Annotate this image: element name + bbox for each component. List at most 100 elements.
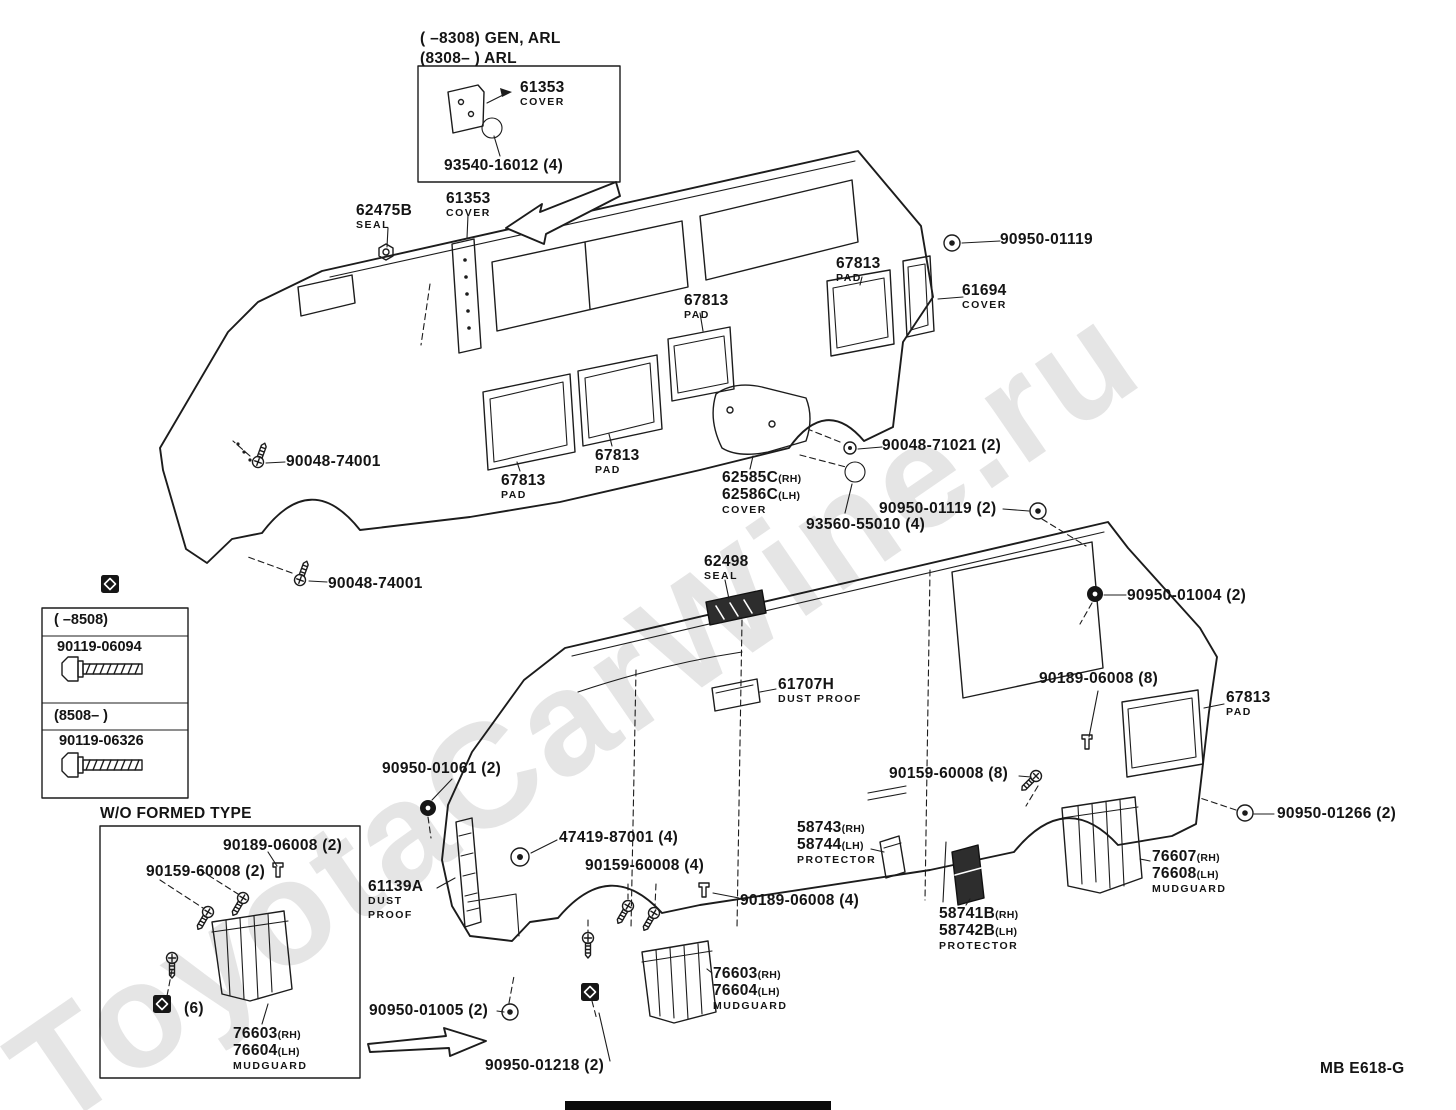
label-90048-74001-b: 90048-74001 xyxy=(328,575,423,592)
label-90950-01005: 90950-01005 (2) xyxy=(369,1002,489,1019)
doc-code: MB E618-G xyxy=(1320,1060,1405,1077)
label-58741b-58742b-protector: 58741B(RH) 58742B(LH) PROTECTOR xyxy=(939,905,1019,952)
bolt-box-num1: 90119-06094 xyxy=(57,639,142,655)
label-93540-16012: 93540-16012 (4) xyxy=(444,157,564,174)
grommet-icon xyxy=(1236,804,1254,822)
cover-62585c xyxy=(712,384,811,455)
leader-lines xyxy=(261,135,1275,1062)
label-90159-60008-8: 90159-60008 (8) xyxy=(889,765,1009,782)
mudguard-76603-wo xyxy=(211,910,293,1002)
diamond-marker-icon xyxy=(580,982,600,1002)
pillar-cover-61353 xyxy=(451,238,482,354)
diamond-marker-icon xyxy=(100,574,120,594)
seal-62498 xyxy=(705,589,767,626)
label-90048-71021: 90048-71021 (2) xyxy=(882,437,1002,454)
dust-proof-61707h xyxy=(711,678,761,712)
label-90159-60008-2: 90159-60008 (2) xyxy=(146,863,266,880)
grommet-icon xyxy=(943,234,961,252)
cover-plate-icon xyxy=(447,84,485,134)
bolt-box-range1: ( –8508) xyxy=(54,612,109,628)
screw-icon xyxy=(227,889,252,919)
dashed-leader-lines xyxy=(159,283,1237,1021)
screw-icon xyxy=(250,440,271,470)
label-90950-01119-2: 90950-01119 (2) xyxy=(879,500,997,517)
grommet-icon xyxy=(1029,502,1047,520)
dust-proof-61139a xyxy=(455,817,482,928)
dark-grommet-icon xyxy=(1086,585,1104,603)
pad-67813-a xyxy=(482,373,576,471)
fastener-icons xyxy=(100,234,1254,1021)
bolt-icon-90119-06094 xyxy=(61,656,143,682)
label-90950-01218: 90950-01218 (2) xyxy=(485,1057,605,1074)
screw-icon xyxy=(581,931,595,959)
label-90189-06008-4: 90189-06008 (4) xyxy=(740,892,860,909)
part-number: 62585C xyxy=(722,469,779,486)
pad-67813-d xyxy=(826,269,895,357)
s-marker-top: S xyxy=(481,117,503,139)
label-90048-74001-a: 90048-74001 xyxy=(286,453,381,470)
clip-icon xyxy=(698,882,710,898)
big-arrow-upper xyxy=(505,181,621,245)
lower-van-body xyxy=(441,521,1218,1024)
pad-67813-e xyxy=(1121,689,1204,778)
screw-icon xyxy=(292,558,313,588)
label-qty-6: (6) xyxy=(184,1000,204,1017)
protector-58741b xyxy=(951,844,985,906)
bolt-spec-box xyxy=(41,607,189,799)
side-tag: (RH) xyxy=(778,473,802,485)
cover-61694 xyxy=(902,255,935,338)
screw-icon xyxy=(612,897,637,927)
label-93560-55010: 93560-55010 (4) xyxy=(806,516,926,533)
upper-van-body xyxy=(159,150,935,564)
label-90189-06008-2: 90189-06008 (2) xyxy=(223,837,343,854)
wo-formed-type-box xyxy=(99,825,361,1079)
label-90950-01119: 90950-01119 xyxy=(1000,231,1093,248)
label-90950-01004: 90950-01004 (2) xyxy=(1127,587,1247,604)
clip-icon xyxy=(1081,734,1093,750)
note-range-line1: ( –8308) GEN, ARL xyxy=(420,30,561,47)
label-76607-76608-mudguard: 76607(RH) 76608(LH) MUDGUARD xyxy=(1152,848,1227,895)
pad-67813-b xyxy=(577,354,663,447)
pin-clip-icon xyxy=(843,441,857,455)
label-76603-76604-mudguard: 76603(RH) 76604(LH) MUDGUARD xyxy=(713,965,788,1012)
washer-icon-47419 xyxy=(510,847,530,867)
bolt-icon-90119-06326 xyxy=(61,752,143,778)
mudguard-76607 xyxy=(1061,796,1143,894)
part-number: 62586C xyxy=(722,486,779,504)
dark-grommet-icon xyxy=(419,799,437,817)
bolt-box-num2: 90119-06326 xyxy=(59,733,144,749)
note-box xyxy=(417,65,621,183)
screw-icon xyxy=(638,904,663,934)
svg-text:S: S xyxy=(851,465,860,480)
label-90189-06008-8: 90189-06008 (8) xyxy=(1039,670,1159,687)
mudguard-76603 xyxy=(641,940,717,1024)
pad-67813-c xyxy=(667,326,735,402)
label-58743-58744-protector: 58743(RH) 58744(LH) PROTECTOR xyxy=(797,819,877,866)
bolt-box-range2: (8508– ) xyxy=(54,708,109,724)
s-marker-mid: S xyxy=(844,461,866,483)
label-90950-01061: 90950-01061 (2) xyxy=(382,760,502,777)
wo-formed-type-title: W/O FORMED TYPE xyxy=(100,805,252,822)
diamond-marker-icon xyxy=(152,994,172,1014)
screw-icon xyxy=(165,951,179,979)
label-90159-60008-4: 90159-60008 (4) xyxy=(585,857,705,874)
label-90950-01266: 90950-01266 (2) xyxy=(1277,805,1397,822)
pointer-arrowhead xyxy=(500,88,512,97)
protector-58743 xyxy=(879,835,906,879)
label-76603-76604-mudguard-wo: 76603(RH) 76604(LH) MUDGUARD xyxy=(233,1025,308,1072)
note-range-line2: (8308– ) ARL xyxy=(420,50,517,67)
side-tag: (LH) xyxy=(778,490,801,503)
big-arrow-lower xyxy=(367,1027,487,1057)
